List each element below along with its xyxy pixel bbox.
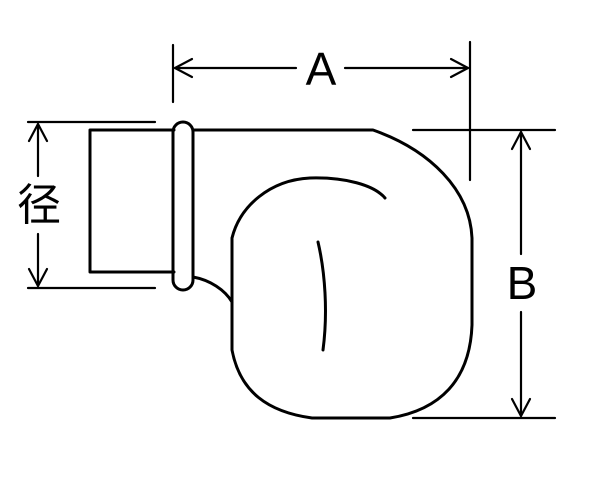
dimension-diameter-label: 径 — [17, 180, 61, 231]
housing-outline — [191, 128, 474, 420]
dimension-diameter: 径 — [17, 120, 157, 290]
inner-curve — [316, 240, 327, 352]
dimension-a: A — [171, 40, 472, 182]
dimension-a-arrow-right — [449, 57, 470, 79]
inlet-pipe — [88, 128, 176, 274]
dimension-a-arrow-left — [173, 57, 194, 79]
fitting-body — [88, 120, 474, 420]
dimension-b-arrow-bottom — [510, 397, 532, 418]
dimension-diameter-arrow-top — [27, 122, 49, 143]
dimension-a-label: A — [306, 43, 337, 95]
dimension-b: B — [411, 128, 557, 420]
collar-ring — [171, 120, 195, 292]
dimension-b-label: B — [507, 257, 538, 309]
dimension-b-arrow-top — [510, 130, 532, 151]
dimension-diameter-arrow-bottom — [27, 267, 49, 288]
neck-connection — [191, 275, 234, 304]
